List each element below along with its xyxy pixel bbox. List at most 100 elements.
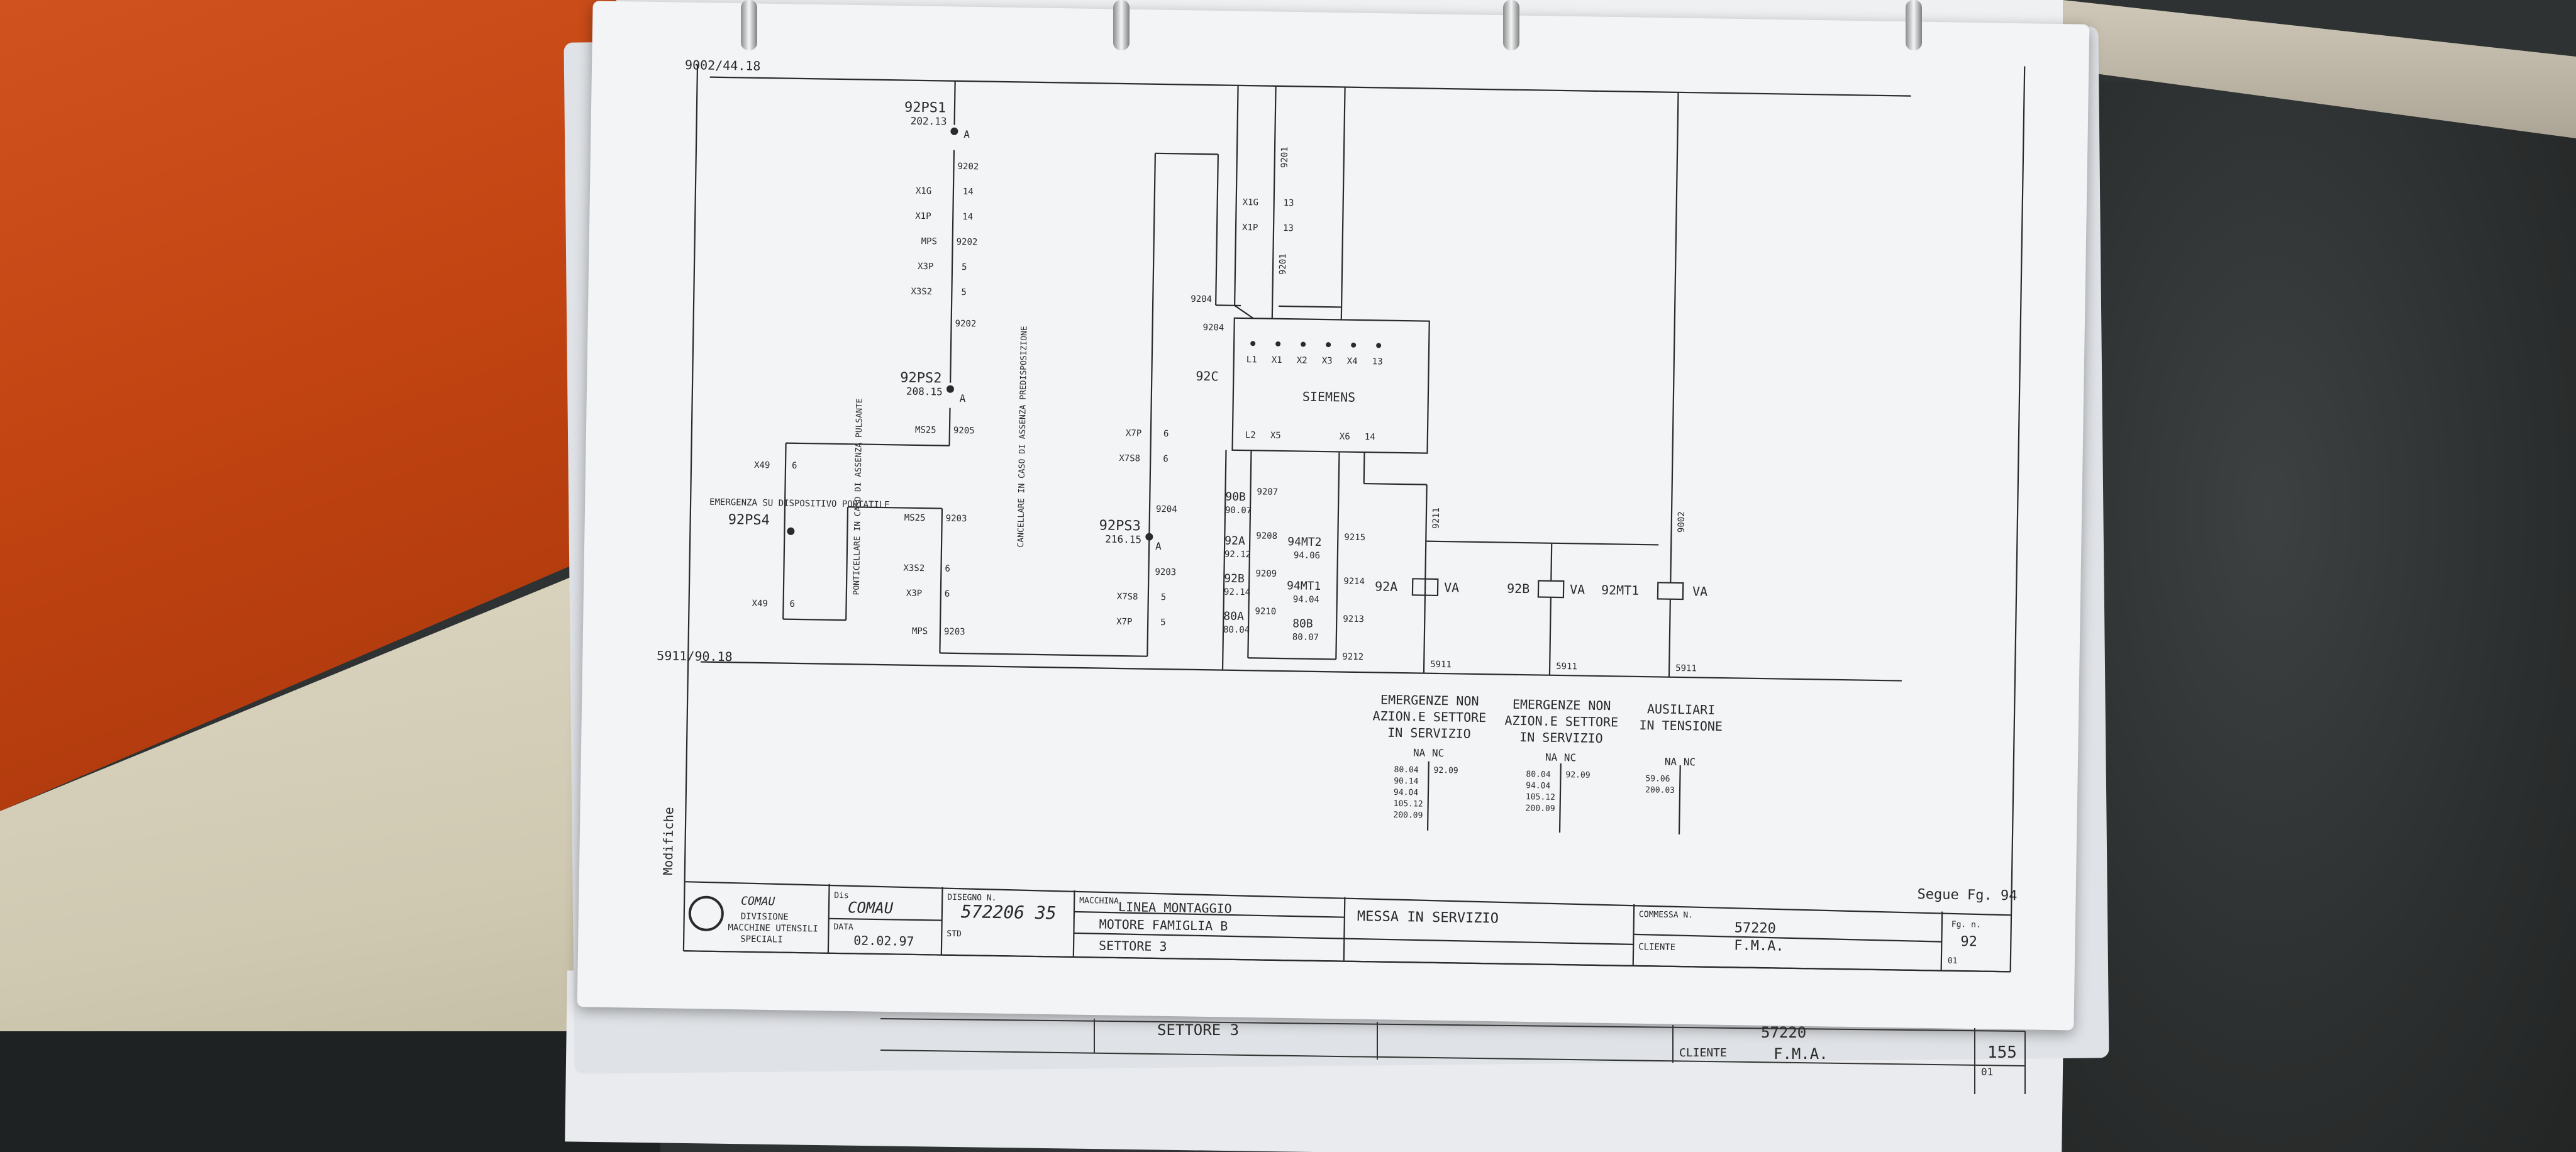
coil-va: VA (1570, 582, 1585, 597)
disegno-value: 572206 35 (961, 901, 1057, 923)
company-name: COMAU (741, 895, 775, 909)
macchina-line: LINEA MONTAGGIO (1118, 899, 1232, 916)
contact-90b-ref: 90.07 (1225, 506, 1252, 516)
caption-na: NA (1413, 746, 1426, 758)
binder-ring (1113, 0, 1130, 50)
coil-92b: 92B (1507, 581, 1530, 597)
std-label: STD (947, 929, 962, 939)
note-emergenza: EMERGENZA SU DISPOSITIVO PORTATILE (709, 497, 890, 510)
contact-94mt1-ref: 94.04 (1293, 594, 1319, 605)
terminal-a: A (1155, 540, 1162, 552)
wire-label: MPS (921, 236, 938, 246)
contact-80a: 80A (1223, 610, 1244, 624)
pushbutton-92ps3: 92PS3 (1099, 518, 1141, 534)
contact-92a-ref: 92.12 (1224, 550, 1251, 560)
segue-note: Segue Fg. 94 (1917, 887, 2017, 904)
pushbutton-92ps1-ref: 202.13 (911, 115, 947, 128)
contact-90b-wire: 9207 (1257, 487, 1278, 497)
caption-nc: NC (1564, 751, 1577, 763)
pushbutton-92ps2-ref: 208.15 (906, 385, 943, 398)
module-brand: SIEMENS (1302, 389, 1356, 405)
module-pin: X3 (1322, 356, 1333, 366)
note-ponticellare: PONTICELLARE IN CASO DI ASSENZA PULSANTE (852, 398, 865, 595)
wire-label: X1G (916, 186, 932, 196)
contact-94mt2-wire: 9215 (1344, 533, 1365, 543)
wire-label: 5 (1161, 592, 1167, 602)
macchina-line: MOTORE FAMIGLIA B (1099, 917, 1228, 934)
coil-wire: 9002 (1677, 511, 1687, 533)
fg-value: 92 (1960, 934, 1977, 950)
coil-wire: 9211 (1431, 507, 1442, 529)
caption-line: AZION.E SETTORE (1372, 708, 1486, 725)
wire-label: X1G (1243, 197, 1259, 208)
contact-94mt1-wire: 9214 (1343, 577, 1365, 587)
contact-80a-wire: 9210 (1255, 606, 1276, 617)
caption-line: AZION.E SETTORE (1504, 713, 1618, 730)
wire-label: 5 (961, 287, 967, 297)
wire-label: 6 (789, 599, 795, 609)
wire-label: 9202 (957, 162, 979, 172)
wire-label: 9202 (957, 237, 978, 248)
module-pin: X6 (1340, 431, 1350, 441)
caption-na: NA (1665, 756, 1677, 768)
coil-92mt1: 92MT1 (1601, 582, 1640, 598)
macchina-line: SETTORE 3 (1099, 938, 1167, 955)
lower-fg: 155 (1987, 1043, 2017, 1062)
caption-line: IN SERVIZIO (1387, 725, 1471, 741)
lower-cliente-label: CLIENTE (1679, 1046, 1727, 1060)
wire-label: 9205 (953, 426, 975, 436)
bottom-bus-label: 5911/90.18 (657, 648, 733, 664)
wire-label: MPS (912, 626, 928, 636)
commessa-value: 57220 (1734, 920, 1776, 936)
wire-label: 9204 (1191, 294, 1212, 305)
caption-ref: 105.12 (1526, 792, 1555, 802)
wire-label: 5 (1160, 618, 1166, 628)
wire-label: 9203 (946, 514, 967, 524)
module-pin: X1 (1272, 355, 1282, 365)
coil-va: VA (1444, 580, 1459, 595)
module-pin: 14 (1365, 432, 1375, 442)
wire-label: X7S8 (1117, 592, 1138, 602)
caption-ref: 94.04 (1526, 781, 1551, 791)
wire-label: X49 (752, 599, 768, 609)
lower-cliente: F.M.A. (1774, 1045, 1828, 1063)
wire-label: 9204 (1156, 504, 1177, 515)
coil-92a: 92A (1375, 579, 1397, 594)
contact-92b-ref: 92.14 (1224, 587, 1250, 598)
pushbutton-92ps4: 92PS4 (728, 512, 770, 528)
contact-92b: 92B (1224, 572, 1245, 586)
contact-80b: 80B (1292, 617, 1313, 631)
comau-logo-icon (688, 895, 724, 931)
lower-rev: 01 (1981, 1066, 1993, 1078)
division-line: SPECIALI (740, 934, 783, 945)
wire-label: MS25 (915, 425, 936, 436)
wire-label: 9203 (944, 627, 965, 638)
contact-94mt2-ref: 94.06 (1294, 550, 1320, 561)
wire-label: X1P (1242, 223, 1258, 233)
module-pin: X5 (1270, 431, 1281, 441)
caption-ref: 105.12 (1394, 799, 1423, 809)
note-cancellare: CANCELLARE IN CASO DI ASSENZA PREDISPOSI… (1016, 326, 1030, 547)
wire-label: 9203 (1155, 567, 1176, 578)
top-bus-label: 9002/44.18 (685, 57, 761, 74)
module-name: 92C (1196, 368, 1218, 384)
caption-ref: 200.09 (1525, 804, 1555, 814)
wire-label: 5 (962, 262, 967, 272)
data-value: 02.02.97 (853, 933, 914, 949)
caption-ref: 94.04 (1394, 788, 1419, 798)
caption-line: IN TENSIONE (1639, 717, 1723, 734)
caption-ref: 80.04 (1526, 770, 1551, 780)
wire-label: 6 (945, 564, 950, 574)
rev-label: 01 (1948, 956, 1958, 966)
caption-ref: 90.14 (1394, 777, 1419, 787)
binder-ring (1906, 0, 1922, 50)
binder-ring (741, 0, 757, 50)
title-block: COMAU DIVISIONE MACCHINE UTENSILI SPECIA… (688, 891, 1981, 966)
binder-ring (1503, 0, 1519, 50)
wire-label: 6 (792, 461, 797, 471)
module-pin: 13 (1372, 357, 1383, 367)
cliente-label: CLIENTE (1638, 942, 1675, 953)
description: MESSA IN SERVIZIO (1357, 909, 1499, 927)
pushbutton-92ps2: 92PS2 (900, 370, 942, 386)
wire-label: 6 (945, 589, 950, 599)
